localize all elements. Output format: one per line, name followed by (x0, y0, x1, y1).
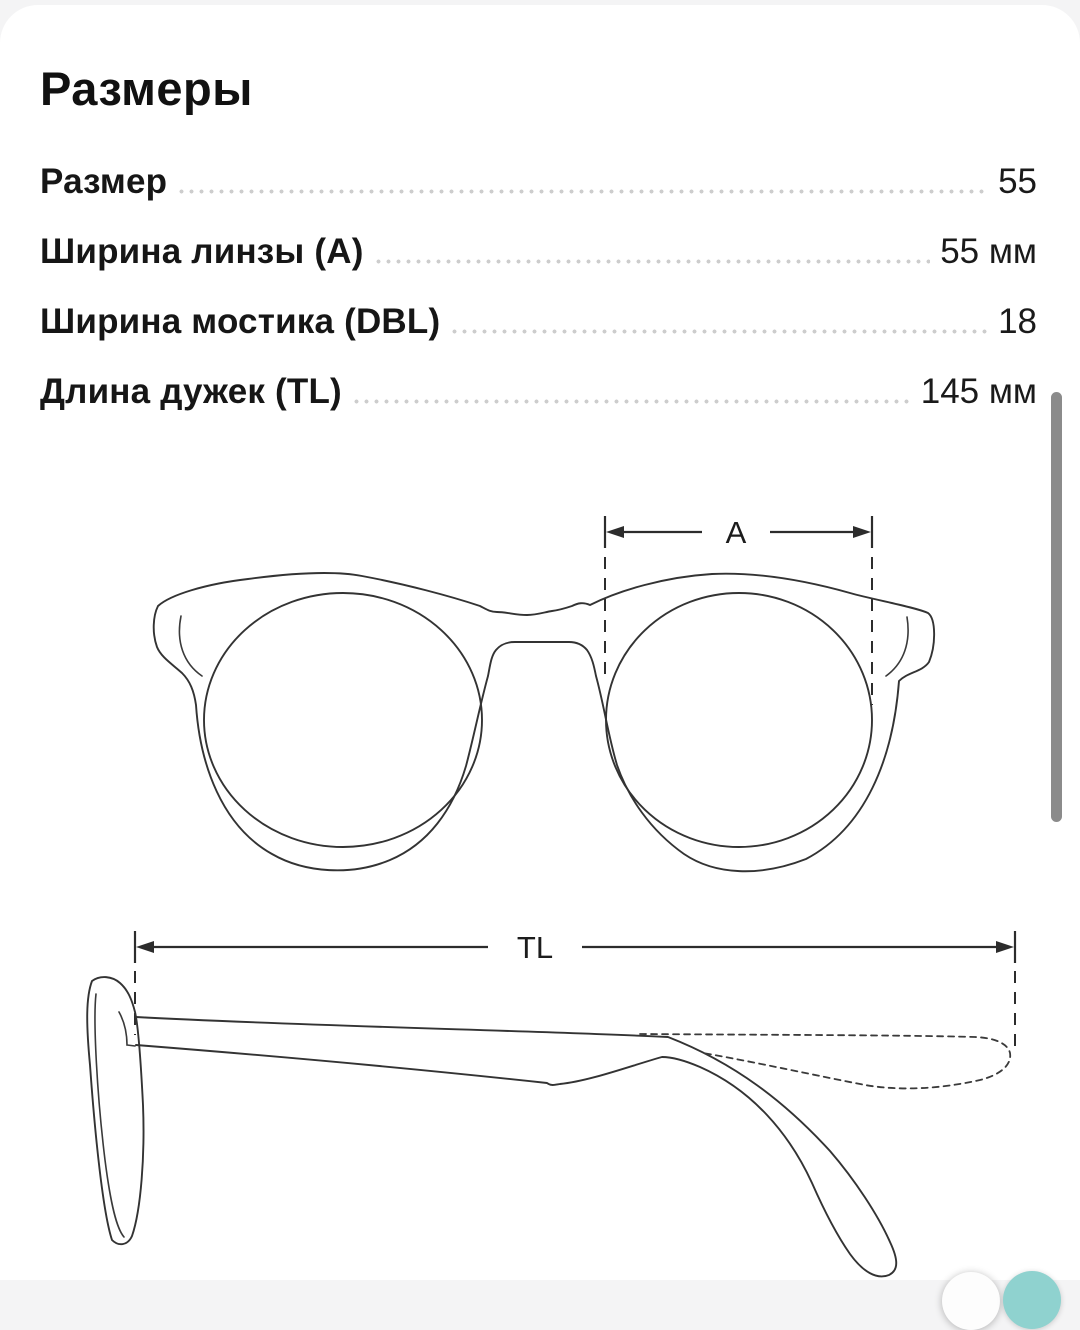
section-title: Размеры (40, 62, 253, 115)
spec-label: Ширина мостика (DBL) (40, 301, 441, 341)
scrollbar-thumb[interactable] (1051, 392, 1062, 822)
spec-value: 145 мм (920, 371, 1037, 411)
dotted-leader (452, 329, 989, 334)
spec-value: 55 мм (940, 231, 1037, 271)
dotted-leader (375, 259, 931, 264)
sizes-card: Размеры Размер 55 Ширина линзы (А) 55 мм… (0, 5, 1080, 1280)
temple-length-dim-label: TL (517, 930, 553, 965)
spec-row-lens-width: Ширина линзы (А) 55 мм (40, 223, 1037, 271)
spec-label: Размер (40, 161, 168, 201)
glasses-front-diagram: A (152, 515, 936, 873)
spec-list: Размер 55 Ширина линзы (А) 55 мм Ширина … (40, 153, 1037, 433)
floating-action-button[interactable] (942, 1272, 1000, 1330)
spec-value: 18 (998, 301, 1037, 341)
spec-label: Длина дужек (TL) (40, 371, 342, 411)
spec-row-bridge-width: Ширина мостика (DBL) 18 (40, 293, 1037, 341)
dotted-leader (353, 399, 911, 404)
lens-width-dim-label: A (726, 515, 747, 550)
glasses-side-diagram: TL (86, 930, 1017, 1278)
spec-label: Ширина линзы (А) (40, 231, 364, 271)
dotted-leader (179, 189, 989, 194)
spec-value: 55 (998, 161, 1037, 201)
spec-row-temple-length: Длина дужек (TL) 145 мм (40, 363, 1037, 411)
spec-row-size: Размер 55 (40, 153, 1037, 201)
